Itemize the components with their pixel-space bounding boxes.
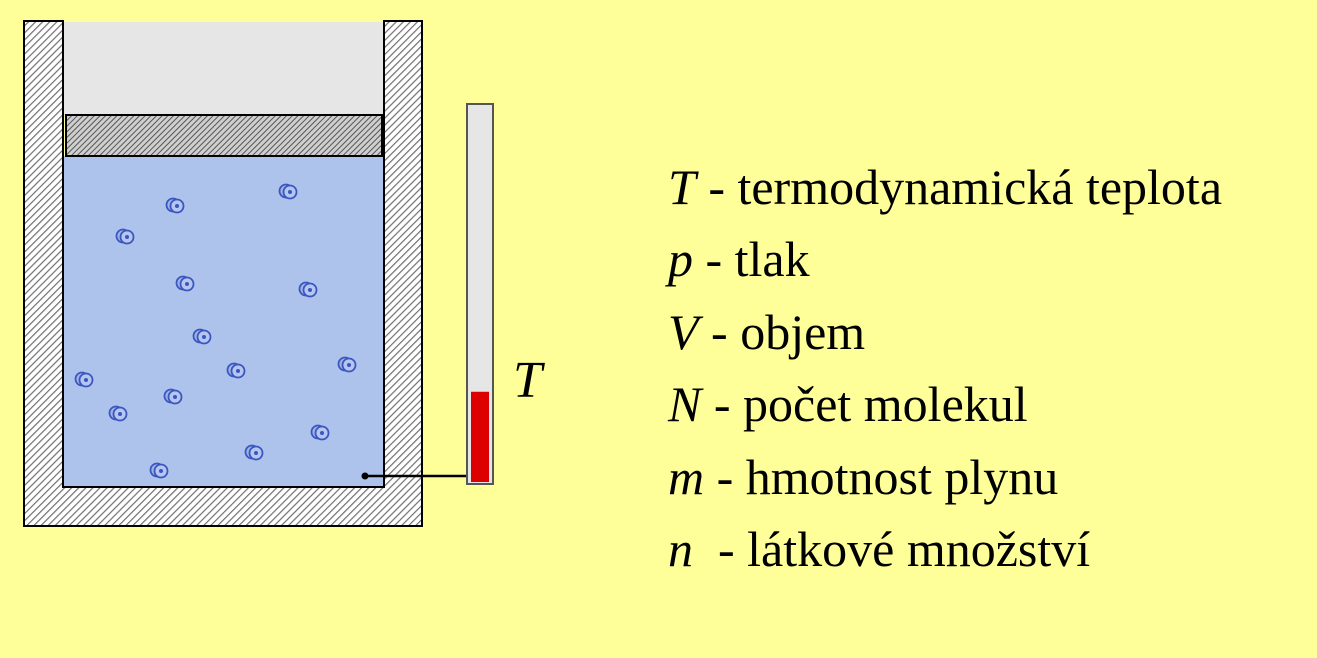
legend-text: - látkové množství bbox=[693, 521, 1091, 577]
piston bbox=[65, 114, 383, 157]
molecule bbox=[165, 197, 185, 214]
molecule bbox=[108, 405, 128, 422]
variable-legend: T - termodynamická teplota p - tlak V - … bbox=[618, 78, 1222, 578]
molecule bbox=[74, 371, 94, 388]
legend-symbol: n bbox=[668, 521, 693, 577]
molecule bbox=[163, 388, 183, 405]
molecule bbox=[192, 328, 212, 345]
legend-text: - termodynamická teplota bbox=[695, 158, 1223, 215]
molecule bbox=[149, 462, 169, 479]
legend-symbol: N bbox=[668, 376, 702, 432]
legend-symbol: T bbox=[668, 158, 696, 215]
legend-text: - hmotnost plynu bbox=[704, 448, 1059, 505]
molecule bbox=[337, 356, 357, 373]
legend-text: - počet molekul bbox=[701, 376, 1028, 432]
legend-item-volume: V - objem bbox=[618, 223, 1222, 360]
molecule bbox=[226, 362, 246, 379]
legend-item-molecule-count: N - počet molekul bbox=[618, 296, 1222, 432]
molecule bbox=[175, 275, 195, 292]
headspace bbox=[64, 22, 383, 116]
molecule bbox=[115, 228, 135, 245]
molecule bbox=[278, 183, 298, 200]
thermometer-label: T bbox=[513, 352, 542, 409]
legend-symbol: m bbox=[668, 448, 705, 505]
legend-item-gas-mass: m - hmotnost plynu bbox=[618, 368, 1222, 505]
molecule bbox=[310, 424, 330, 441]
thermometer-fill bbox=[471, 391, 489, 482]
container-wall bbox=[23, 20, 423, 527]
gas-volume bbox=[64, 156, 383, 486]
legend-item-temperature: T - termodynamická teplota bbox=[618, 78, 1222, 215]
legend-text: - tlak bbox=[693, 231, 810, 287]
molecules bbox=[74, 183, 357, 479]
legend-symbol: p bbox=[668, 231, 693, 287]
gas-container-diagram bbox=[23, 20, 494, 527]
legend-symbol: V bbox=[668, 303, 699, 360]
legend-text: - objem bbox=[698, 303, 866, 360]
thermometer-probe-tip bbox=[361, 472, 369, 480]
molecule bbox=[244, 444, 264, 461]
molecule bbox=[298, 281, 318, 298]
legend-item-pressure: p - tlak bbox=[618, 151, 1222, 287]
